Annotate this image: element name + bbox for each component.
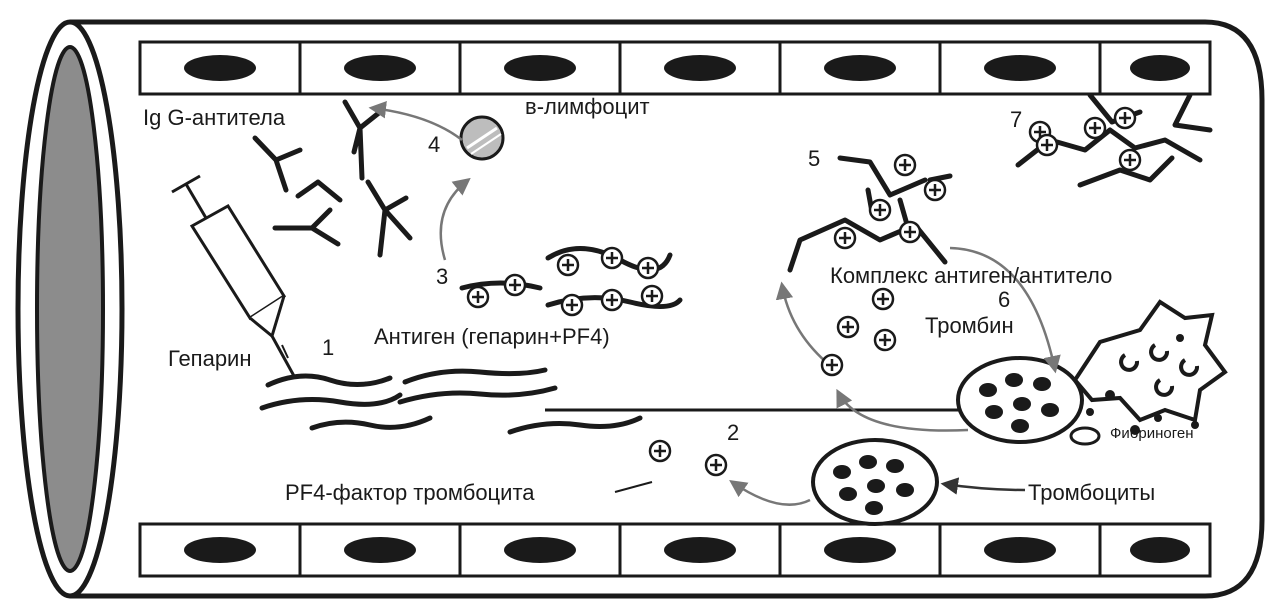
pf4-plus-marker [1035,133,1059,157]
pf4-plus-marker [466,285,490,309]
endothelium-top [138,40,1212,96]
pf4-plus-marker [923,178,947,202]
pf4-plus-marker [704,453,728,477]
diagram-labels: Ig G-антитела в-лимфоцит Гепарин Антиген… [143,94,1194,505]
label-igg-antibodies: Ig G-антитела [143,105,286,130]
step-numbers: 1 2 3 4 5 6 7 [322,107,1022,445]
pf4-plus-marker [1083,116,1107,140]
pf4-plus-marker [600,246,624,270]
igg-antibody-icons [252,99,413,258]
label-fibrinogen: Фибриноген [1110,425,1194,442]
platelet-activated [956,299,1228,446]
step-7: 7 [1010,107,1022,132]
pf4-plus-marker [868,198,892,222]
pf4-plus-marker [833,226,857,250]
endothelium-top-nuclei [184,55,1190,81]
pf4-plus-marker [560,293,584,317]
pf4-plus-marker [820,353,844,377]
label-b-lymphocyte: в-лимфоцит [525,94,650,119]
syringe-icon [171,174,296,377]
label-complex: Комплекс антиген/антитело [830,263,1112,288]
label-pf4-factor: PF4-фактор тромбоцита [285,480,535,505]
process-arrows [368,100,1061,506]
pf4-plus-marker [640,284,664,308]
step-4: 4 [428,132,440,157]
label-thrombin: Тромбин [925,313,1014,338]
pf4-plus-marker [893,153,917,177]
label-heparin: Гепарин [168,346,252,371]
step-6: 6 [998,287,1010,312]
pf4-plus-marker [836,315,860,339]
step-3: 3 [436,264,448,289]
pf4-plus-marker [556,253,580,277]
pf4-plus-marker [898,220,922,244]
label-platelets: Тромбоциты [1028,480,1155,505]
b-lymphocyte-icon [459,115,505,161]
pf4-plus-marker [1113,106,1137,130]
heparin-strands [259,367,643,435]
pf4-plus-marker [503,273,527,297]
platelet-resting [811,438,939,526]
label-antigen: Антиген (гепарин+PF4) [374,324,610,349]
blood-vessel [15,19,1265,599]
pf4-plus-marker [1118,148,1142,172]
pf4-plus-marker [636,256,660,280]
pf4-plus-markers [466,106,1142,477]
step-2: 2 [727,420,739,445]
endothelium-bottom-nuclei [184,537,1190,563]
step-1: 1 [322,335,334,360]
step-5: 5 [808,146,820,171]
pf4-plus-marker [871,287,895,311]
label-leader-lines [281,344,653,493]
pf4-plus-marker [648,439,672,463]
pf4-plus-marker [873,328,897,352]
pf4-plus-marker [600,288,624,312]
